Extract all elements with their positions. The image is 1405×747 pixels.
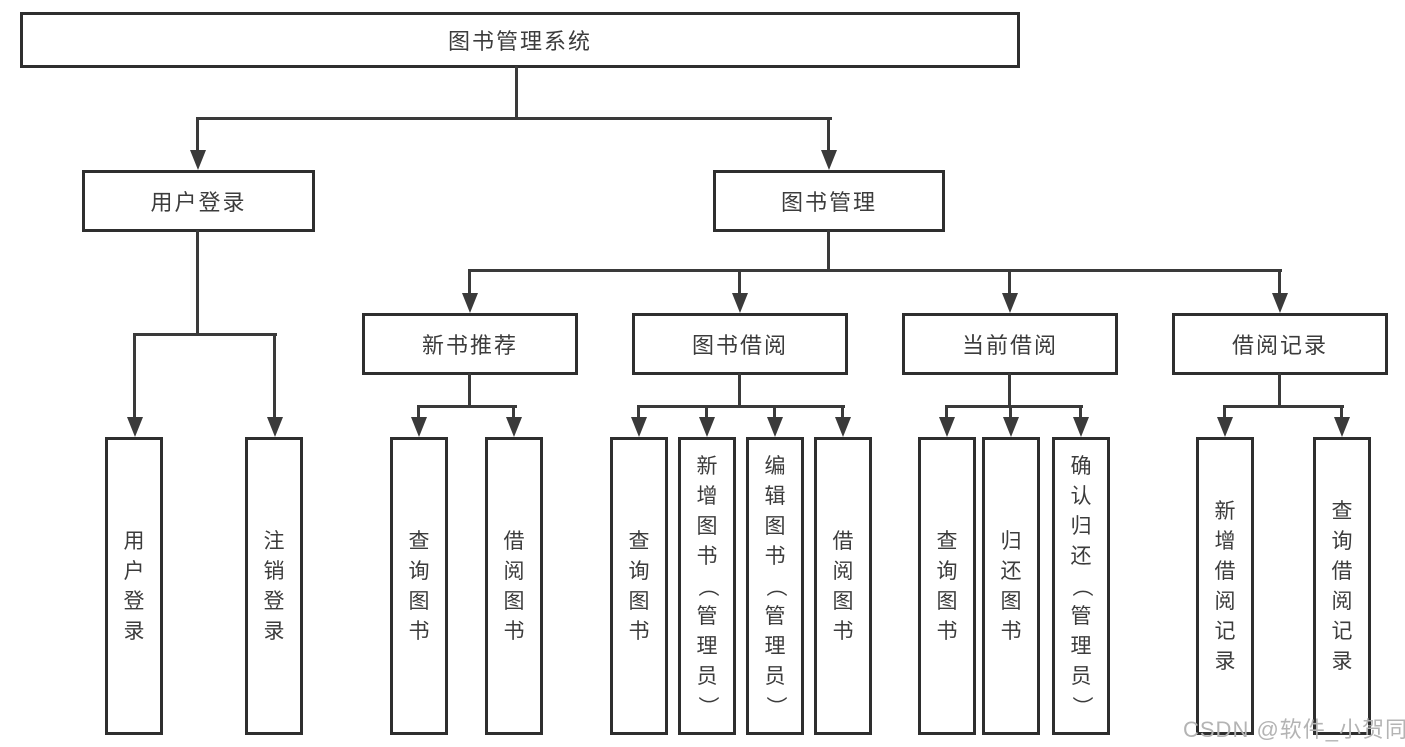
leaf-logout-login: 注销登录: [245, 437, 303, 735]
connector-arm: [512, 405, 515, 419]
leaf-query-book: 查询图书: [610, 437, 668, 735]
connector-arm: [827, 117, 830, 150]
leaf-borrow-book: 借阅图书: [814, 437, 872, 735]
connector-arm: [1223, 405, 1226, 419]
connector-arm: [841, 405, 844, 419]
connector-group-stem: [1278, 373, 1281, 407]
connector-group-hbar: [1223, 405, 1344, 408]
arrowhead-icon: [631, 417, 647, 437]
arrowhead-icon: [1334, 417, 1350, 437]
node-current-borrowing-label: 当前借阅: [961, 333, 1058, 358]
connector-arm: [1079, 405, 1082, 419]
arrowhead-icon: [127, 417, 143, 437]
arrowhead-icon: [767, 417, 783, 437]
connector-arm: [1340, 405, 1343, 419]
leaf-add-borrow-record: 新增借阅记录: [1196, 437, 1254, 735]
arrowhead-icon: [1002, 293, 1018, 313]
connector-group-stem: [738, 373, 741, 407]
connector-arm: [133, 333, 136, 419]
node-book-borrowing-label: 图书借阅: [691, 333, 788, 358]
arrowhead-icon: [732, 293, 748, 313]
leaf-add-book-admin: 新增图书（管理员）: [678, 437, 736, 735]
arrowhead-icon: [1003, 417, 1019, 437]
node-current-borrowing: 当前借阅: [902, 313, 1118, 375]
connector-arm: [196, 117, 199, 150]
connector-arm: [273, 333, 276, 419]
connector-bookmgmt-stem: [827, 230, 830, 271]
arrowhead-icon: [1272, 293, 1288, 313]
arrowhead-icon: [190, 150, 206, 170]
node-new-book-recommend-label: 新书推荐: [421, 333, 518, 358]
connector-arm: [637, 405, 640, 419]
leaf-borrow-book: 借阅图书: [485, 437, 543, 735]
leaf-return-book: 归还图书: [982, 437, 1040, 735]
node-borrow-records-label: 借阅记录: [1231, 333, 1328, 358]
connector-root-stem: [515, 66, 518, 119]
connector-group-stem: [468, 373, 471, 407]
node-book-management-label: 图书管理: [780, 190, 877, 215]
leaf-edit-book-admin: 编辑图书（管理员）: [746, 437, 804, 735]
connector-arm: [705, 405, 708, 419]
watermark: CSDN @软件_小贺同学: [1183, 717, 1405, 742]
node-new-book-recommend: 新书推荐: [362, 313, 578, 375]
arrowhead-icon: [821, 150, 837, 170]
arrowhead-icon: [699, 417, 715, 437]
leaf-query-book: 查询图书: [918, 437, 976, 735]
connector-userlogin-stem: [196, 230, 199, 335]
connector-arm: [468, 269, 471, 295]
leaf-confirm-return-admin: 确认归还（管理员）: [1052, 437, 1110, 735]
node-book-borrowing: 图书借阅: [632, 313, 848, 375]
connector-group-hbar: [417, 405, 517, 408]
node-user-login: 用户登录: [82, 170, 315, 232]
connector-arm: [1009, 405, 1012, 419]
arrowhead-icon: [462, 293, 478, 313]
node-book-management: 图书管理: [713, 170, 945, 232]
node-root: 图书管理系统: [20, 12, 1020, 68]
connector-arm: [417, 405, 420, 419]
node-user-login-label: 用户登录: [150, 190, 247, 215]
connector-arm: [738, 269, 741, 295]
arrowhead-icon: [939, 417, 955, 437]
arrowhead-icon: [1217, 417, 1233, 437]
connector-userlogin-hbar: [133, 333, 277, 336]
node-borrow-records: 借阅记录: [1172, 313, 1388, 375]
arrowhead-icon: [835, 417, 851, 437]
connector-root-hbar: [196, 117, 832, 120]
leaf-user-login: 用户登录: [105, 437, 163, 735]
arrowhead-icon: [1073, 417, 1089, 437]
connector-arm: [1008, 269, 1011, 295]
connector-group-hbar: [945, 405, 1083, 408]
leaf-query-book: 查询图书: [390, 437, 448, 735]
connector-group-stem: [1008, 373, 1011, 407]
connector-arm: [1278, 269, 1281, 295]
node-root-label: 图书管理系统: [447, 29, 592, 54]
leaf-query-borrow-record: 查询借阅记录: [1313, 437, 1371, 735]
connector-bookmgmt-hbar: [468, 269, 1282, 272]
arrowhead-icon: [506, 417, 522, 437]
arrowhead-icon: [411, 417, 427, 437]
arrowhead-icon: [267, 417, 283, 437]
connector-arm: [945, 405, 948, 419]
connector-arm: [773, 405, 776, 419]
connector-group-hbar: [637, 405, 845, 408]
